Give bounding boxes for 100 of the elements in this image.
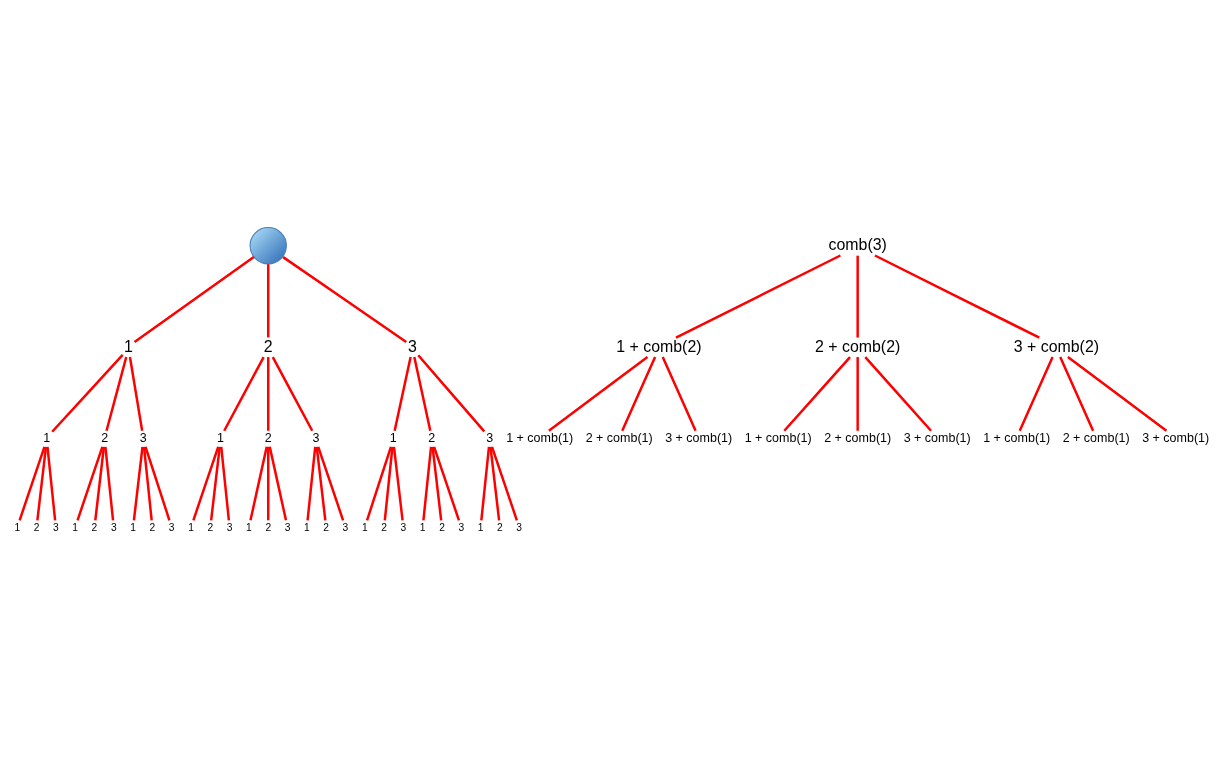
node-text: 3 + comb(1) (1142, 430, 1210, 445)
node-text: 2 (428, 430, 436, 445)
connector (417, 354, 486, 433)
node-text: 2 (323, 522, 329, 534)
node-text: 3 + comb(2) (1013, 337, 1100, 355)
node-text: 3 (139, 430, 147, 445)
node-text: 3 (226, 522, 233, 534)
node-text: 2 (149, 522, 156, 534)
node-text: 2 + comb(1) (585, 430, 653, 445)
connector (209, 446, 221, 521)
node-text: 2 (33, 522, 40, 534)
connector (306, 446, 317, 521)
connector (142, 446, 153, 521)
connector (223, 356, 265, 432)
node-text: 2 (497, 522, 503, 534)
connector (267, 357, 270, 431)
connector (874, 254, 1040, 339)
node-text: 1 (419, 522, 426, 534)
connector (76, 446, 104, 521)
node-text: 3 (110, 522, 117, 534)
node-text: 2 (264, 430, 272, 445)
connector (392, 446, 404, 521)
connector (489, 446, 501, 521)
connector (36, 446, 48, 521)
connector (548, 356, 649, 432)
connector (480, 446, 491, 521)
node-text: 3 (284, 522, 291, 534)
node-text: 1 (130, 522, 136, 534)
node-text: 1 (477, 522, 484, 534)
connector (220, 446, 231, 521)
connector (249, 446, 268, 521)
connector (383, 446, 394, 521)
connector (864, 356, 932, 432)
node-text: 1 + comb(1) (744, 430, 812, 445)
node-text: 2 (381, 522, 387, 534)
node-text: 2 (265, 522, 272, 534)
connector (104, 446, 115, 521)
connector (365, 446, 393, 521)
connector (1059, 356, 1095, 432)
node-text: 1 (217, 430, 225, 445)
node-text: 2 + comb(1) (1062, 430, 1130, 445)
node-text: 1 + comb(2) (616, 337, 702, 355)
connector (431, 446, 443, 521)
node-text: 1 (304, 522, 310, 534)
node-circle (249, 226, 287, 265)
node-text: 3 (486, 430, 494, 445)
connector (1067, 356, 1168, 432)
connector (51, 354, 124, 433)
connector (105, 356, 128, 432)
node-text: 2 + comb(1) (824, 430, 892, 445)
connector (315, 446, 327, 521)
connector (128, 356, 144, 431)
connector (422, 446, 433, 521)
connector (783, 356, 851, 432)
connector (18, 446, 46, 521)
connector (94, 446, 106, 521)
connector (675, 254, 841, 339)
node-text: 1 (14, 522, 21, 534)
connector (192, 446, 220, 521)
node-text: 1 (72, 522, 78, 534)
node-text: 3 + comb(1) (665, 430, 733, 445)
connector (267, 264, 270, 338)
connector (490, 446, 519, 521)
connector (393, 356, 412, 432)
node-text: 3 (400, 522, 407, 534)
node-text: 3 (53, 522, 59, 534)
connector (282, 256, 407, 343)
connector (432, 446, 461, 521)
connector (413, 356, 432, 432)
node-text: 1 + comb(1) (506, 430, 574, 445)
node-text: 2 (207, 522, 214, 534)
connector (268, 446, 288, 521)
node-text: 1 (43, 430, 51, 445)
node-text: 3 (342, 522, 349, 534)
node-text: 1 (361, 522, 368, 534)
connector (133, 256, 255, 343)
node-text: 2 + comb(2) (815, 337, 901, 355)
node-text: 3 (168, 522, 175, 534)
connector (46, 446, 57, 521)
connector (661, 356, 697, 432)
node-text: 3 (516, 522, 523, 534)
node-text: 1 + comb(1) (983, 430, 1051, 445)
node-text: 2 (101, 430, 109, 445)
node-text: 1 (188, 522, 194, 534)
connector (856, 255, 859, 338)
node-text: 2 (439, 522, 445, 534)
node-text: 1 (124, 337, 133, 355)
connector (856, 357, 859, 431)
node-text: comb(3) (828, 235, 887, 253)
node-text: 3 (408, 337, 417, 355)
node-text: 2 (263, 337, 273, 355)
node-text: 1 (246, 522, 252, 534)
connector (144, 446, 171, 521)
connector (317, 446, 345, 521)
node-text: 3 + comb(1) (903, 430, 971, 445)
node-text: 3 (458, 522, 465, 534)
connector (621, 356, 657, 432)
connector (1018, 356, 1054, 432)
connector (271, 356, 314, 432)
node-text: 2 (91, 522, 98, 534)
